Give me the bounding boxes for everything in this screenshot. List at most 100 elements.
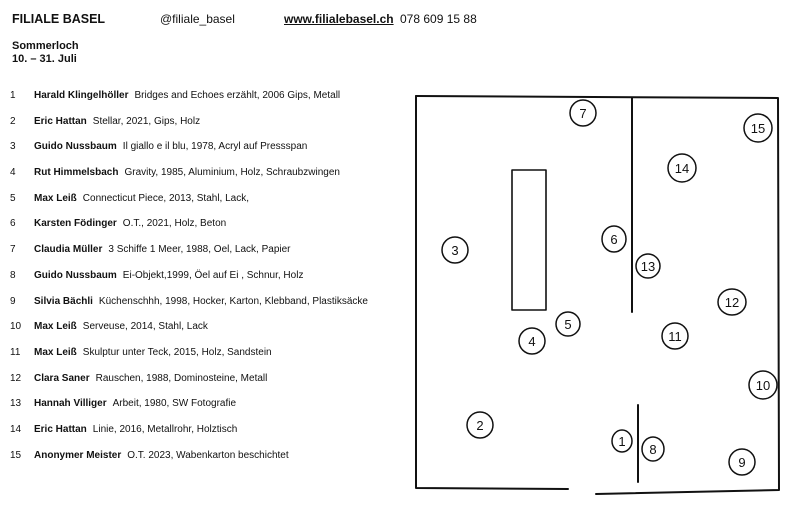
artist-name: Rut Himmelsbach xyxy=(34,167,119,179)
plan-marker: 4 xyxy=(518,327,546,355)
marker-label: 7 xyxy=(579,106,586,121)
list-item: 7 Claudia Müller 3 Schiffe 1 Meer, 1988, O… xyxy=(10,244,410,270)
list-item: 12 Clara Saner Rauschen, 1988, Dominostein… xyxy=(10,373,410,399)
plan-marker: 14 xyxy=(667,153,697,183)
work-number: 7 xyxy=(10,244,16,256)
artist-name: Karsten Födinger xyxy=(34,218,117,230)
marker-label: 3 xyxy=(451,243,458,258)
marker-label: 2 xyxy=(476,418,483,433)
list-item: 11 Max Leiß Skulptur unter Teck, 2015, Hol… xyxy=(10,347,410,373)
work-number: 13 xyxy=(10,398,22,410)
list-item: 2 Eric Hattan Stellar, 2021, Gips, Holz xyxy=(10,116,410,142)
artist-name: Claudia Müller xyxy=(34,244,103,256)
work-number: 12 xyxy=(10,372,22,384)
work-details: O.T., 2021, Holz, Beton xyxy=(122,218,227,230)
plan-marker: 12 xyxy=(717,288,747,316)
work-number: 2 xyxy=(10,115,16,127)
artist-name: Eric Hattan xyxy=(34,423,87,435)
plan-marker: 3 xyxy=(441,236,469,264)
work-details: 3 Schiffe 1 Meer, 1988, Oel, Lack, Papie… xyxy=(108,244,291,256)
work-details: Küchenschhh, 1998, Hocker, Karton, Klebb… xyxy=(98,295,368,307)
work-details: Stellar, 2021, Gips, Holz xyxy=(92,115,201,127)
marker-label: 5 xyxy=(564,317,571,332)
work-number: 11 xyxy=(10,346,21,358)
list-item: 10 Max Leiß Serveuse, 2014, Stahl, Lack xyxy=(10,321,410,347)
work-details: Ei-Objekt,1999, Öel auf Ei , Schnur, Hol… xyxy=(122,269,304,281)
plan-left-wall xyxy=(415,95,569,490)
list-item: 3 Guido Nussbaum Il giallo e il blu, 1978,… xyxy=(10,141,410,167)
marker-label: 8 xyxy=(649,442,656,457)
work-number: 10 xyxy=(10,321,22,333)
work-number: 1 xyxy=(10,90,16,101)
list-item: 9 Silvia Bächli Küchenschhh, 1998, Hocker,… xyxy=(10,296,410,322)
artist-name: Max Leiß xyxy=(34,346,77,358)
work-number: 6 xyxy=(10,218,16,230)
work-details: Serveuse, 2014, Stahl, Lack xyxy=(82,321,208,333)
list-item: 13 Hannah Villiger Arbeit, 1980, SW Fotogr… xyxy=(10,398,410,424)
marker-label: 6 xyxy=(610,232,617,247)
marker-label: 1 xyxy=(618,434,625,449)
work-number: 3 xyxy=(10,141,16,153)
work-details: Arbeit, 1980, SW Fotografie xyxy=(112,398,237,410)
work-number: 9 xyxy=(10,295,16,307)
plan-marker: 15 xyxy=(743,113,773,143)
marker-label: 9 xyxy=(738,455,745,470)
artist-name: Guido Nussbaum xyxy=(34,269,117,281)
plan-marker: 11 xyxy=(661,322,689,350)
artist-name: Harald Klingelhöller xyxy=(34,90,129,101)
plan-marker: 7 xyxy=(569,99,597,127)
exhibition-dates: 10. – 31. Juli xyxy=(12,53,77,65)
artist-name: Anonymer Meister xyxy=(34,449,122,461)
plan-marker: 8 xyxy=(641,436,665,462)
artist-name: Guido Nussbaum xyxy=(34,141,117,153)
exhibition-info: Sommerloch 10. – 31. Juli xyxy=(12,40,79,66)
plan-marker: 9 xyxy=(728,448,756,476)
work-details: O.T. 2023, Wabenkarton beschichtet xyxy=(127,449,289,461)
website-link[interactable]: www.filialebasel.ch xyxy=(284,12,394,26)
plan-marker: 10 xyxy=(748,370,778,400)
plan-outer-wall xyxy=(415,95,780,495)
artist-name: Clara Saner xyxy=(34,372,90,384)
marker-label: 14 xyxy=(675,161,689,176)
work-details: Rauschen, 1988, Dominosteine, Metall xyxy=(95,372,268,384)
work-details: Skulptur unter Teck, 2015, Holz, Sandste… xyxy=(82,346,272,358)
instagram-handle: @filiale_basel xyxy=(160,12,235,26)
artist-name: Max Leiß xyxy=(34,321,77,333)
list-item: 4 Rut Himmelsbach Gravity, 1985, Aluminium… xyxy=(10,167,410,193)
plan-marker: 1 xyxy=(611,429,633,453)
work-details: Gravity, 1985, Aluminium, Holz, Schraubz… xyxy=(124,167,340,179)
work-number: 8 xyxy=(10,269,16,281)
phone-number: 078 609 15 88 xyxy=(400,12,477,26)
plan-marker: 13 xyxy=(635,253,661,279)
plan-table xyxy=(511,169,547,311)
plan-marker: 6 xyxy=(601,225,627,253)
artist-name: Silvia Bächli xyxy=(34,295,93,307)
marker-label: 4 xyxy=(528,334,535,349)
work-details: Bridges and Echoes erzählt, 2006 Gips, M… xyxy=(134,90,341,101)
artist-name: Max Leiß xyxy=(34,192,77,204)
artist-name: Hannah Villiger xyxy=(34,398,107,410)
marker-label: 10 xyxy=(756,378,770,393)
work-number: 4 xyxy=(10,167,16,179)
marker-label: 11 xyxy=(668,329,682,344)
list-item: 8 Guido Nussbaum Ei-Objekt,1999, Öel auf E… xyxy=(10,270,410,296)
artist-name: Eric Hattan xyxy=(34,115,87,127)
gallery-name: FILIALE BASEL xyxy=(12,12,106,26)
list-item: 14 Eric Hattan Linie, 2016, Metallrohr, Ho… xyxy=(10,424,410,450)
work-details: Linie, 2016, Metallrohr, Holztisch xyxy=(92,423,238,435)
plan-marker: 2 xyxy=(466,411,494,439)
marker-label: 13 xyxy=(641,259,655,274)
work-details: Il giallo e il blu, 1978, Acryl auf Pres… xyxy=(122,141,308,153)
list-item: 1 Harald Klingelhöller Bridges and Echoes … xyxy=(10,90,410,116)
list-item: 5 Max Leiß Connecticut Piece, 2013, Stahl,… xyxy=(10,193,410,219)
work-number: 5 xyxy=(10,192,16,204)
plan-marker: 5 xyxy=(555,311,581,337)
marker-label: 15 xyxy=(751,121,765,136)
exhibition-title: Sommerloch xyxy=(12,40,79,52)
list-item: 6 Karsten Födinger O.T., 2021, Holz, Beton xyxy=(10,218,410,244)
works-list: 1 Harald Klingelhöller Bridges and Echoes … xyxy=(10,90,410,475)
work-number: 14 xyxy=(10,423,22,435)
work-details: Connecticut Piece, 2013, Stahl, Lack, xyxy=(82,192,250,204)
